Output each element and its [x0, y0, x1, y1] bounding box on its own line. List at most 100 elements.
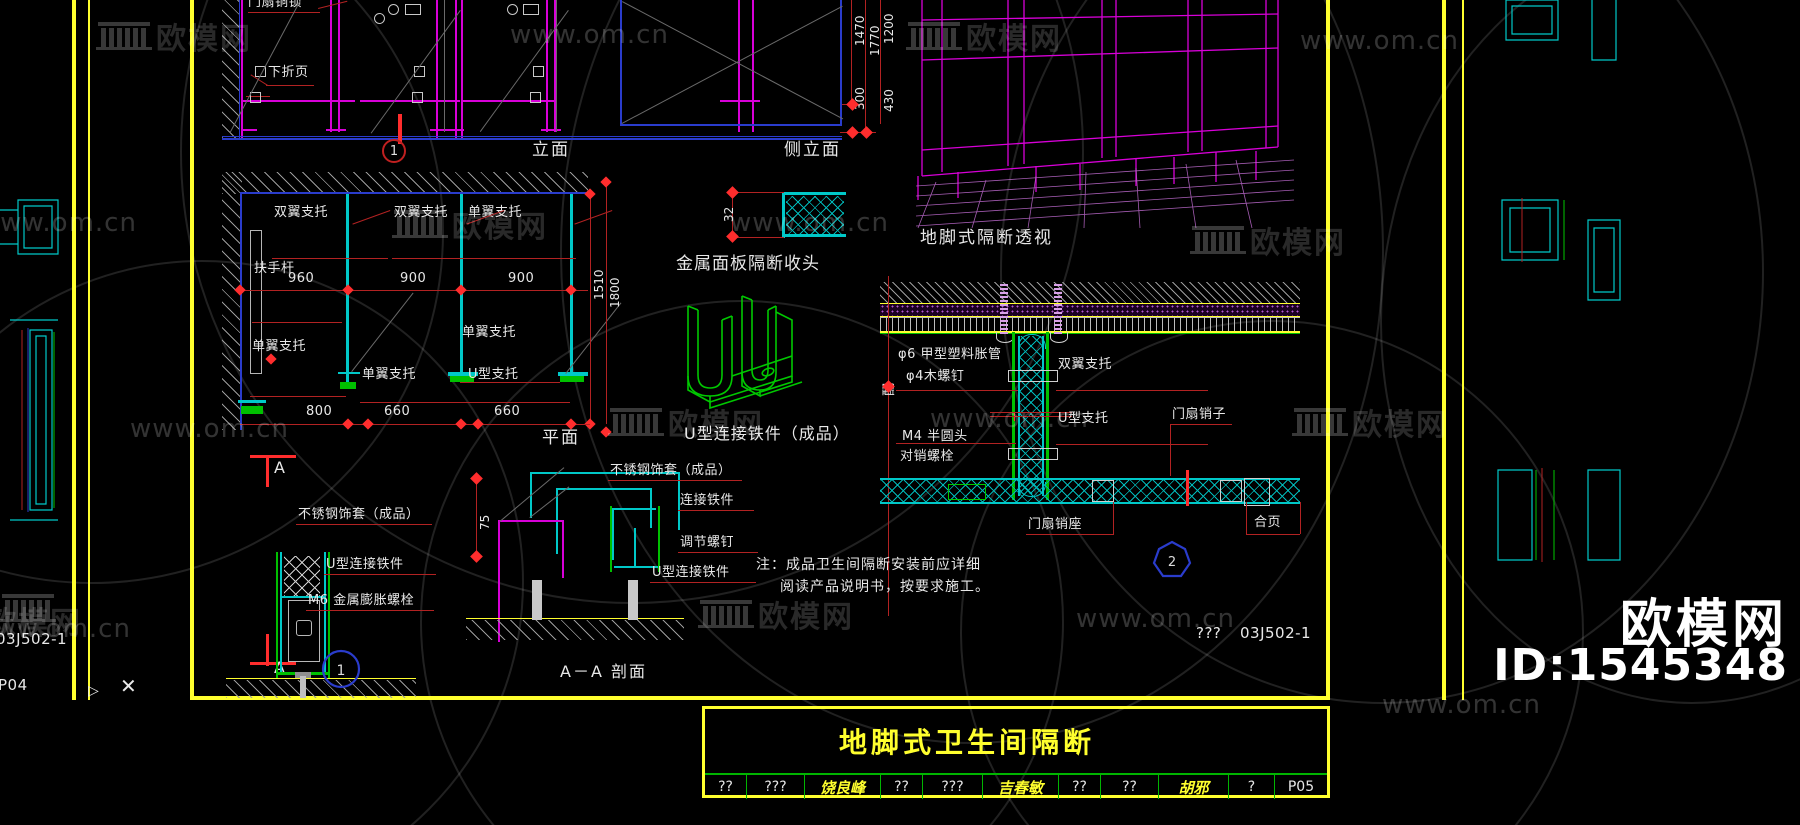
partition-panel: [570, 194, 573, 374]
post-line: [324, 552, 326, 672]
annotation-section-4: 双翼支托: [1058, 357, 1113, 372]
panel-edge: [554, 0, 556, 132]
dim-430: 430: [882, 89, 896, 112]
left-margin-sheet: P04: [0, 676, 28, 694]
title-block-cell-row: ?? ??? 饶良峰 ?? ??? 吉春敏 ?? ?? 胡邪 ? P05: [705, 773, 1327, 799]
dim-tick: [455, 418, 467, 430]
leader-line: [1170, 424, 1171, 476]
frame-line: [72, 0, 76, 700]
annotation-detail1-2: M6 金属膨胀螺栓: [308, 593, 415, 608]
support-bracket: [448, 372, 478, 376]
leader-line: [650, 582, 756, 583]
support-bracket: [338, 372, 360, 374]
note-line-2: 阅读产品说明书，按要求施工。: [780, 579, 990, 595]
dim-900-a: 900: [400, 271, 427, 286]
anchor-plate: [295, 672, 311, 678]
floor-line: [466, 618, 684, 619]
aa-line: [658, 506, 660, 572]
detail-bubble: 1: [382, 139, 406, 163]
svg-text:2: 2: [1168, 555, 1176, 570]
label-elevation: 立面: [532, 140, 570, 160]
watermark-site-name: 欧模网: [1352, 408, 1448, 443]
dim-line: [240, 424, 590, 425]
anchor-shaft: [628, 580, 638, 620]
note-line-1: 注：成品卫生间隔断安装前应详细: [756, 557, 981, 573]
watermark-brand-big: 欧模网: [1619, 595, 1788, 655]
annotation-aa-0: 不锈钢饰套（成品）: [610, 463, 732, 478]
annotation-elevation-0: 门扇铜锁: [248, 0, 303, 10]
hardware-mark: [255, 66, 266, 77]
annotation-detail1-0: 不锈钢饰套（成品）: [298, 507, 420, 522]
hardware-mark: [388, 4, 399, 15]
annotation-section-1: φ4木螺钉: [906, 369, 965, 384]
side-elev-line: [840, 0, 842, 126]
slab-line: [880, 317, 1300, 318]
dim-900-b: 900: [508, 271, 535, 286]
connector-body: [288, 600, 320, 662]
slab-line: [880, 316, 1300, 317]
floor-line: [222, 136, 842, 137]
section-mark: [1186, 470, 1189, 506]
post-line: [280, 552, 282, 672]
floor-line: [226, 678, 416, 679]
fastener: [1092, 480, 1114, 502]
dim-1510: 1510: [592, 269, 606, 300]
tb-cell-6: ??: [1059, 775, 1101, 799]
side-elev-line: [620, 0, 622, 126]
section-mark-a: [266, 455, 269, 487]
watermark-site-name: 欧模网: [758, 600, 854, 635]
title-block: 地脚式卫生间隔断 ?? ??? 饶良峰 ?? ??? 吉春敏 ?? ?? 胡邪 …: [702, 706, 1330, 799]
slab-fill: [880, 304, 1300, 316]
panel-hatch: [786, 196, 844, 236]
leader-line: [360, 402, 468, 403]
watermark-logo-icon: [1292, 408, 1348, 436]
handrail: [250, 230, 262, 374]
tb-cell-10-sheet: P05: [1287, 779, 1315, 795]
panel-core-hatch: [1020, 336, 1042, 494]
panel-rail: [241, 100, 355, 102]
centre-line: [990, 416, 1072, 417]
partition-panel: [460, 194, 463, 374]
aa-mag-line: [498, 520, 564, 522]
annotation-section-8: 合页: [1254, 515, 1282, 530]
connector-bolt: [296, 620, 312, 636]
section-mark: [398, 114, 402, 144]
leader-line: [466, 402, 570, 403]
annotation-aa-1: 连接铁件: [680, 493, 735, 508]
dim-arrow: [860, 126, 873, 139]
leader-line: [1300, 502, 1301, 534]
leader-line: [324, 574, 436, 575]
base-plate: [948, 484, 986, 500]
u-connector-drawing: [687, 295, 803, 410]
annotation-section-3: 对销螺栓: [900, 449, 955, 464]
watermark-url: www.om.cn: [1300, 26, 1459, 56]
slab-hatch: [880, 317, 1300, 331]
aa-top-line: [530, 472, 680, 474]
leader-line: [318, 0, 348, 9]
centre-line: [990, 412, 1072, 413]
aa-line: [612, 508, 656, 510]
dim-line: [880, 0, 881, 82]
post-line: [276, 552, 278, 678]
dim-line: [732, 237, 784, 238]
tb-cell-8-signature: 胡邪: [1159, 775, 1229, 799]
floor-line: [222, 138, 842, 140]
annotation-section-5: U型支托: [1058, 411, 1109, 426]
annotation-plan-6: 单翼支托: [462, 325, 517, 340]
dim-line: [880, 82, 881, 124]
panel-base: [541, 129, 561, 131]
dim-660-a: 660: [384, 404, 411, 419]
support-bracket: [238, 400, 266, 403]
svg-text:1: 1: [337, 663, 346, 679]
frame-line: [1442, 0, 1446, 700]
label-u-connector: U型连接铁件（成品）: [684, 424, 850, 443]
dim-1200: 1200: [882, 13, 896, 44]
detail-bubble-2: 2: [1152, 540, 1192, 578]
annotation-section-2: M4 半圆头: [902, 429, 968, 444]
wall-hatch: [222, 172, 242, 430]
dim-line: [606, 182, 607, 424]
section-label-a-top: A: [274, 458, 286, 477]
leader-line: [565, 302, 622, 374]
dim-line: [865, 0, 866, 132]
leader-line: [896, 390, 1018, 391]
